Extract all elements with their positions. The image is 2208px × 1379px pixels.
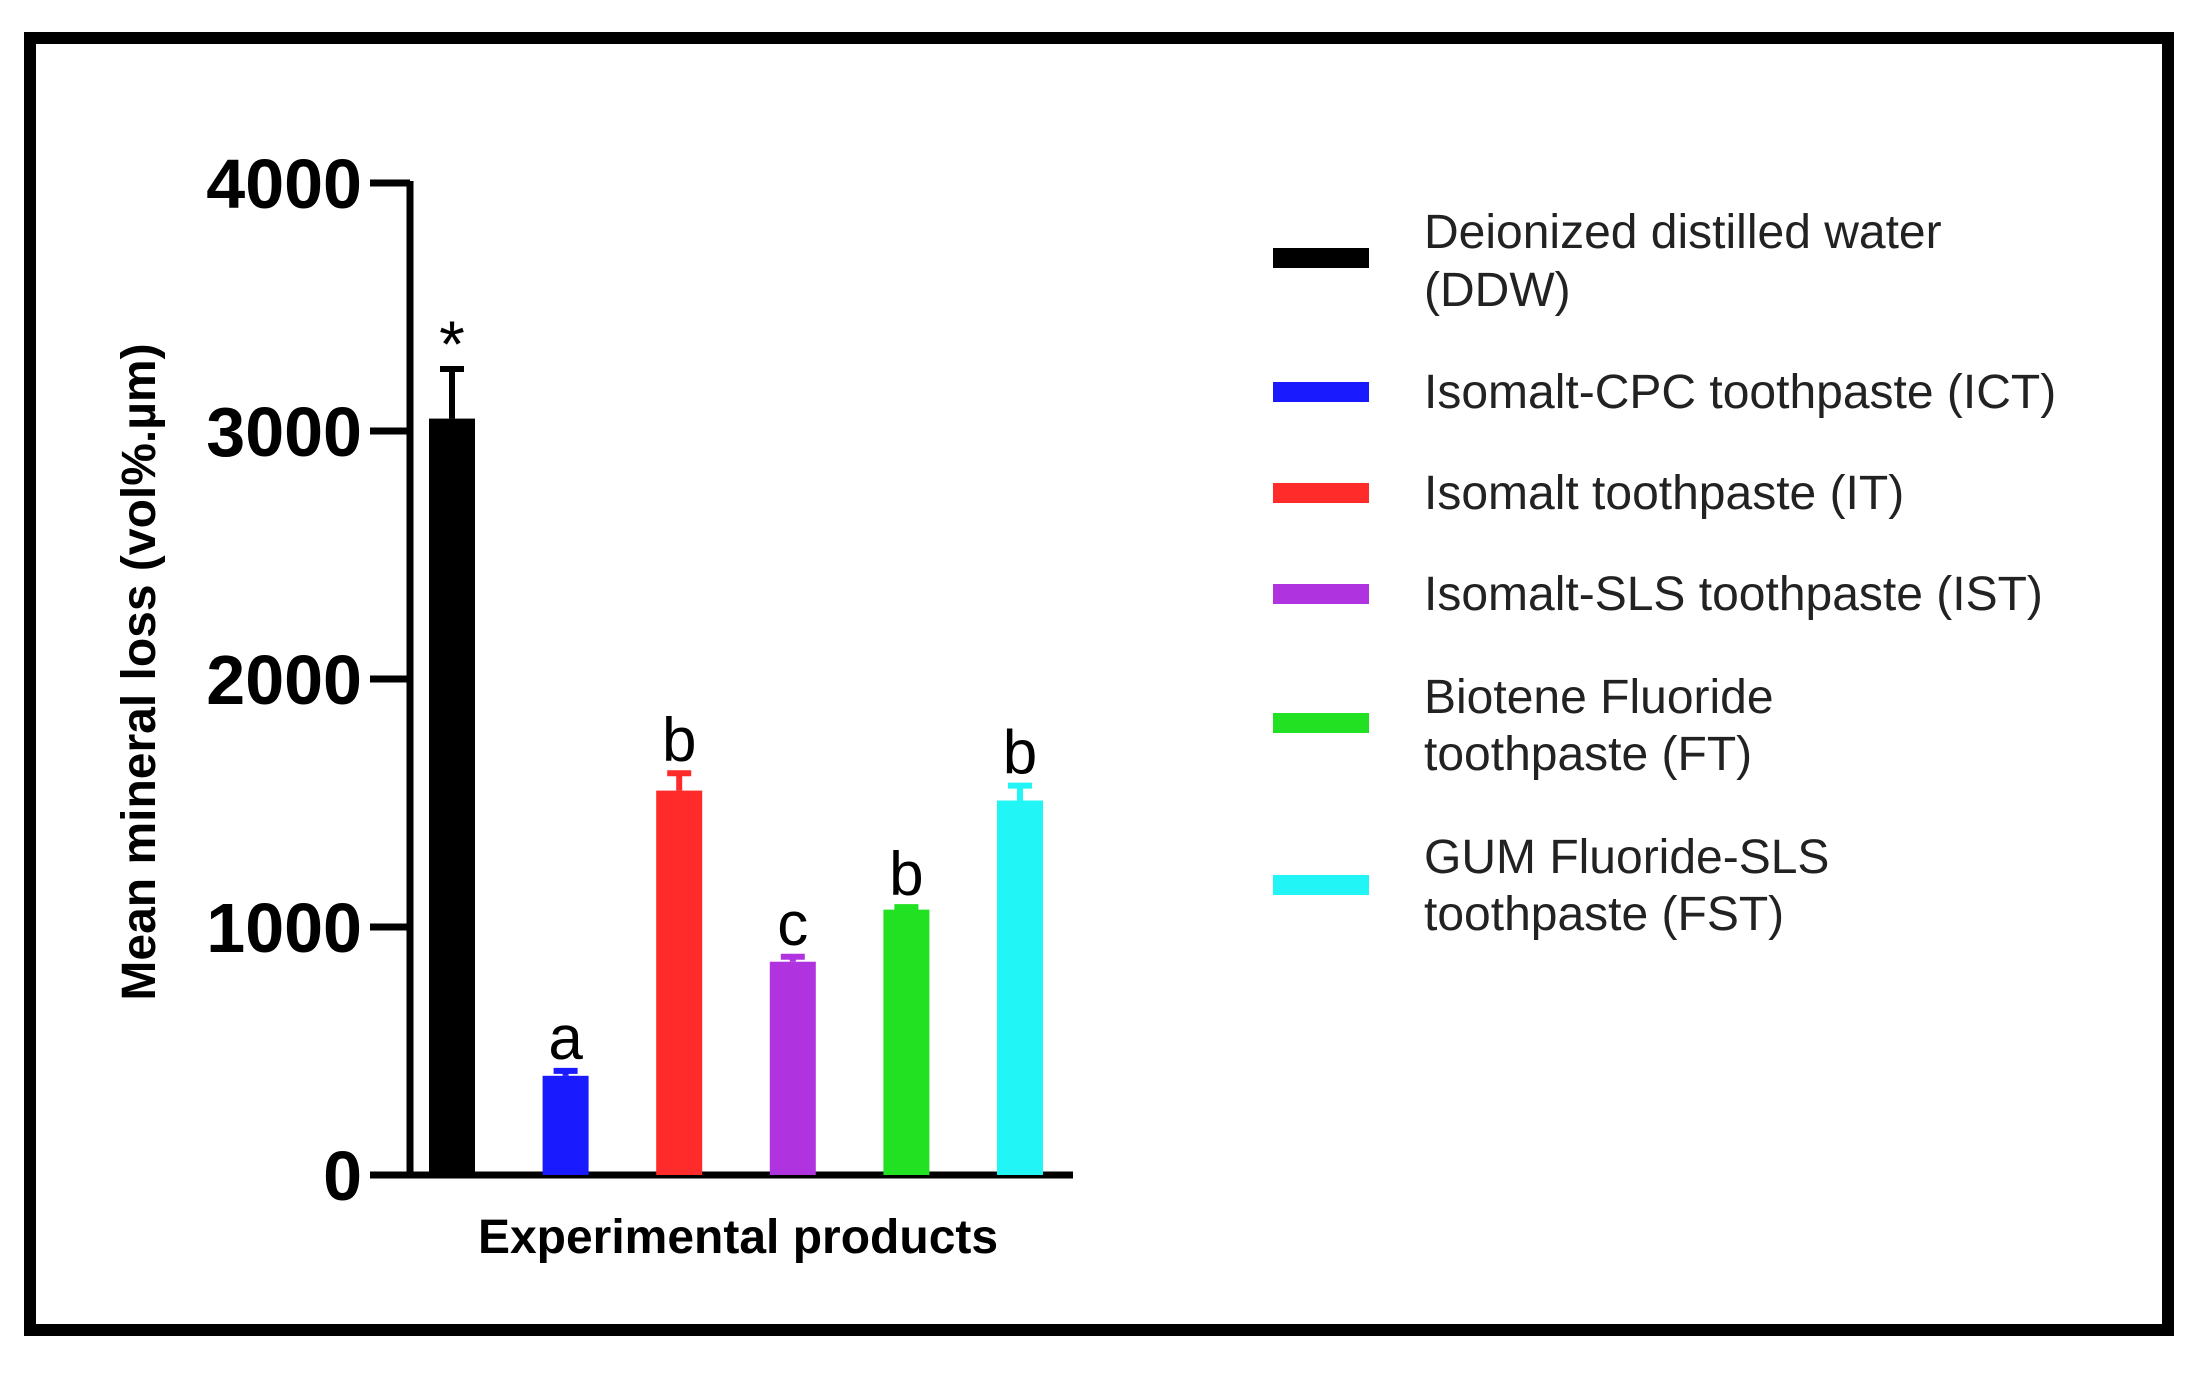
legend-label: Isomalt-SLS toothpaste (IST) xyxy=(1424,568,2043,621)
bar-group: b xyxy=(656,706,703,1175)
bar-group: c xyxy=(769,890,816,1175)
legend: Deionized distilled water(DDW) Isomalt-CP… xyxy=(1273,206,2056,941)
bar-group: * xyxy=(429,307,475,1176)
bars: * a b c b b xyxy=(429,307,1043,1176)
legend-item: Deionized distilled water(DDW) xyxy=(1273,206,1942,317)
significance-label: a xyxy=(548,1004,583,1073)
significance-label: * xyxy=(439,307,465,381)
legend-swatch xyxy=(1273,248,1369,268)
y-tick-label: 0 xyxy=(323,1137,362,1215)
y-tick-label: 1000 xyxy=(206,889,362,967)
legend-label: toothpaste (FST) xyxy=(1424,888,1784,941)
y-tick-label: 3000 xyxy=(206,393,362,471)
significance-label: c xyxy=(777,890,808,959)
y-tick-label: 2000 xyxy=(206,641,362,719)
bar xyxy=(429,418,475,1176)
bar xyxy=(883,909,930,1175)
legend-label: Isomalt-CPC toothpaste (ICT) xyxy=(1424,366,2056,419)
bar-group: b xyxy=(883,840,930,1175)
bar xyxy=(656,790,703,1175)
legend-item: Isomalt-SLS toothpaste (IST) xyxy=(1273,568,2043,621)
legend-label: Isomalt toothpaste (IT) xyxy=(1424,467,1904,520)
significance-label: b xyxy=(1003,719,1037,788)
legend-swatch xyxy=(1273,584,1369,604)
bar-group: a xyxy=(542,1004,589,1175)
legend-item: Isomalt-CPC toothpaste (ICT) xyxy=(1273,366,2056,419)
bar xyxy=(997,800,1043,1175)
legend-swatch xyxy=(1273,483,1369,503)
legend-label: (DDW) xyxy=(1424,264,1571,317)
bar xyxy=(542,1075,589,1175)
legend-label: Biotene Fluoride xyxy=(1424,671,1774,724)
bar xyxy=(769,961,816,1175)
legend-item: Isomalt toothpaste (IT) xyxy=(1273,467,1904,520)
legend-swatch xyxy=(1273,713,1369,733)
x-axis-title: Experimental products xyxy=(478,1211,998,1264)
significance-label: b xyxy=(662,706,696,775)
legend-label: toothpaste (FT) xyxy=(1424,728,1752,781)
significance-label: b xyxy=(889,840,923,909)
y-tick-label: 4000 xyxy=(206,145,362,223)
legend-swatch xyxy=(1273,382,1369,402)
axes: 0 1000 2000 3000 4000 xyxy=(206,145,1073,1215)
chart-frame xyxy=(24,32,2174,1336)
legend-label: Deionized distilled water xyxy=(1424,206,1942,259)
legend-swatch xyxy=(1273,875,1369,895)
bar-group: b xyxy=(997,719,1043,1175)
y-axis-title: Mean mineral loss (vol%.µm) xyxy=(113,343,166,1000)
legend-label: GUM Fluoride-SLS xyxy=(1424,831,1829,884)
